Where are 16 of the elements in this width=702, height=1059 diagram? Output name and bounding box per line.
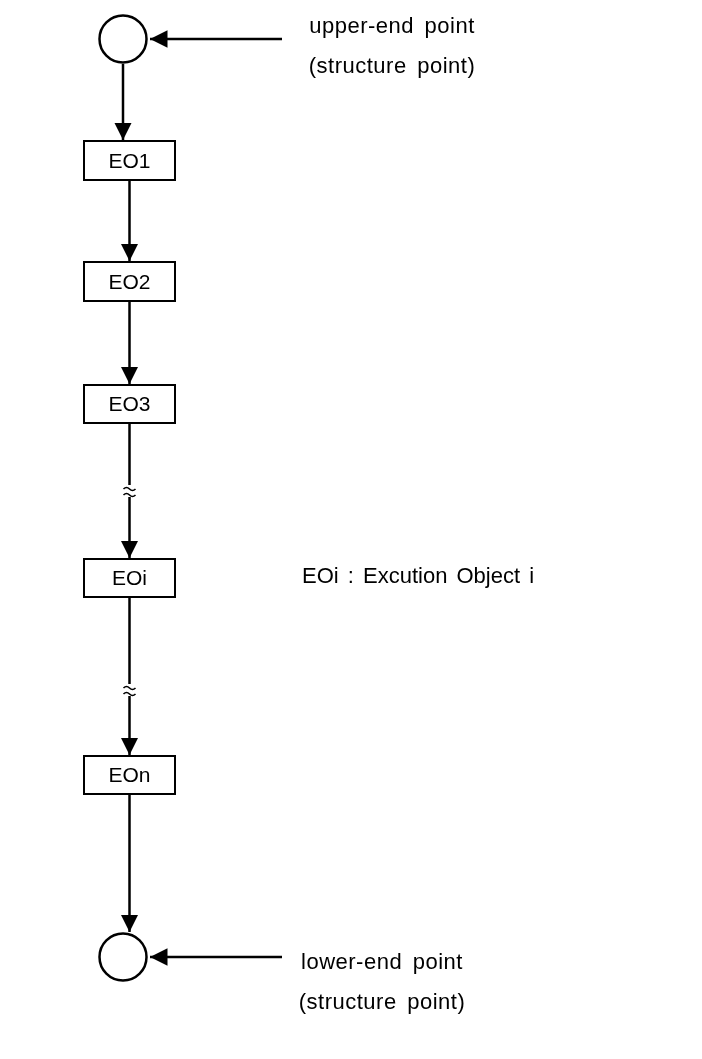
process-box: EOn — [83, 755, 176, 795]
arrow — [120, 424, 139, 558]
process-box: EO2 — [83, 261, 176, 302]
arrow — [120, 795, 139, 932]
process-box: EO3 — [83, 384, 176, 424]
arrow — [114, 64, 132, 140]
callout-text: lower-end point (structure point) — [297, 948, 467, 1016]
process-box: EOi — [83, 558, 176, 598]
arrow — [120, 302, 139, 384]
arrow — [150, 30, 282, 48]
arrow — [150, 948, 282, 966]
note-text: EOi : Excution Object i — [302, 563, 535, 589]
arrow — [120, 598, 139, 755]
arrow — [120, 181, 139, 261]
process-box: EO1 — [83, 140, 176, 181]
callout-text: upper-end point (structure point) — [307, 12, 477, 80]
